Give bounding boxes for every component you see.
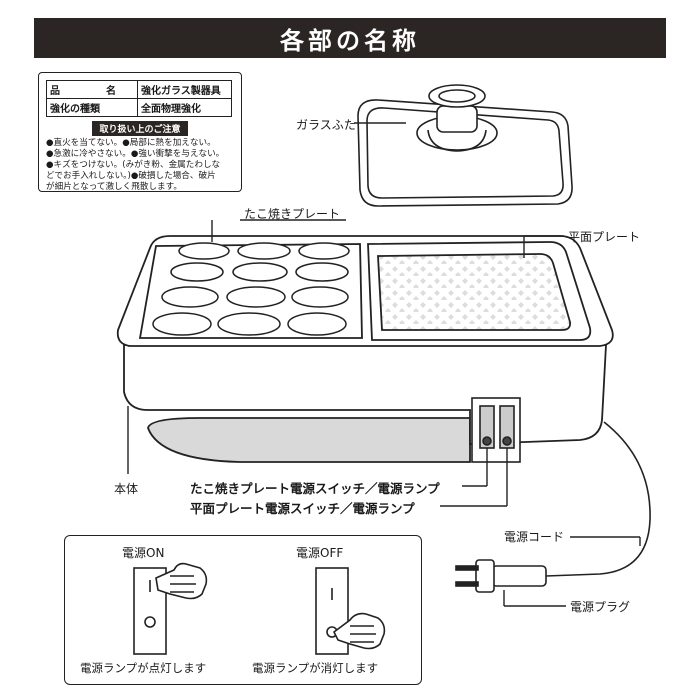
label-body: 本体	[114, 482, 139, 496]
spec-label-box: 品 名 強化ガラス製器具 強化の種類 全面物理強化 取り扱い上のご注意 ●直火を…	[38, 72, 242, 192]
switch-off-illustration	[315, 567, 386, 655]
label-power-plug: 電源プラグ	[570, 600, 631, 614]
switch-housing	[471, 397, 521, 463]
label-power-cord: 電源コード	[504, 530, 565, 544]
caution-text: ●直火を当てない。●局部に熱を加えない。 ●急激に冷やさない。●強い衝撃を与えな…	[46, 138, 234, 193]
switch-on-illustration	[133, 562, 208, 655]
leader-lines	[127, 122, 641, 607]
switch-on-caption: 電源ランプが点灯します	[80, 661, 207, 675]
caution-line: ●直火を当てない。●局部に熱を加えない。	[46, 138, 216, 148]
switch-on-title: 電源ON	[122, 546, 165, 560]
switch-instruction-panel	[64, 535, 422, 685]
spec-row-type: 強化の種類 全面物理強化	[46, 98, 232, 117]
power-plug	[455, 559, 547, 593]
caution-line: が細片となって激しく飛散します。	[46, 182, 182, 192]
takoyaki-cups	[152, 242, 350, 336]
label-takoyaki-switch: たこ焼きプレート電源スイッチ／電源ランプ	[190, 481, 440, 496]
caution-title: 取り扱い上のご注意	[92, 121, 188, 136]
glass-lid	[357, 84, 573, 207]
label-flat-plate: 平面プレート	[568, 230, 641, 244]
caution-line: ●キズをつけない。(みがき粉、金属たわしな	[46, 160, 221, 170]
spec-value: 全面物理強化	[137, 98, 232, 117]
power-cord	[545, 421, 651, 577]
spec-table: 品 名 強化ガラス製器具 強化の種類 全面物理強化	[46, 80, 232, 117]
caution-line: どでお手入れしない。)●破損した場合、破片	[46, 171, 216, 181]
label-takoyaki-plate: たこ焼きプレート	[244, 207, 341, 221]
label-flat-switch: 平面プレート電源スイッチ／電源ランプ	[190, 501, 415, 516]
switch-off-caption: 電源ランプが消灯します	[252, 661, 379, 675]
caution-line: ●急激に冷やさない。●強い衝撃を与えない。	[46, 149, 225, 159]
switch-off-title: 電源OFF	[296, 546, 344, 560]
page-title: 各部の名称	[34, 18, 666, 58]
label-glass-lid: ガラスふた	[296, 118, 356, 132]
